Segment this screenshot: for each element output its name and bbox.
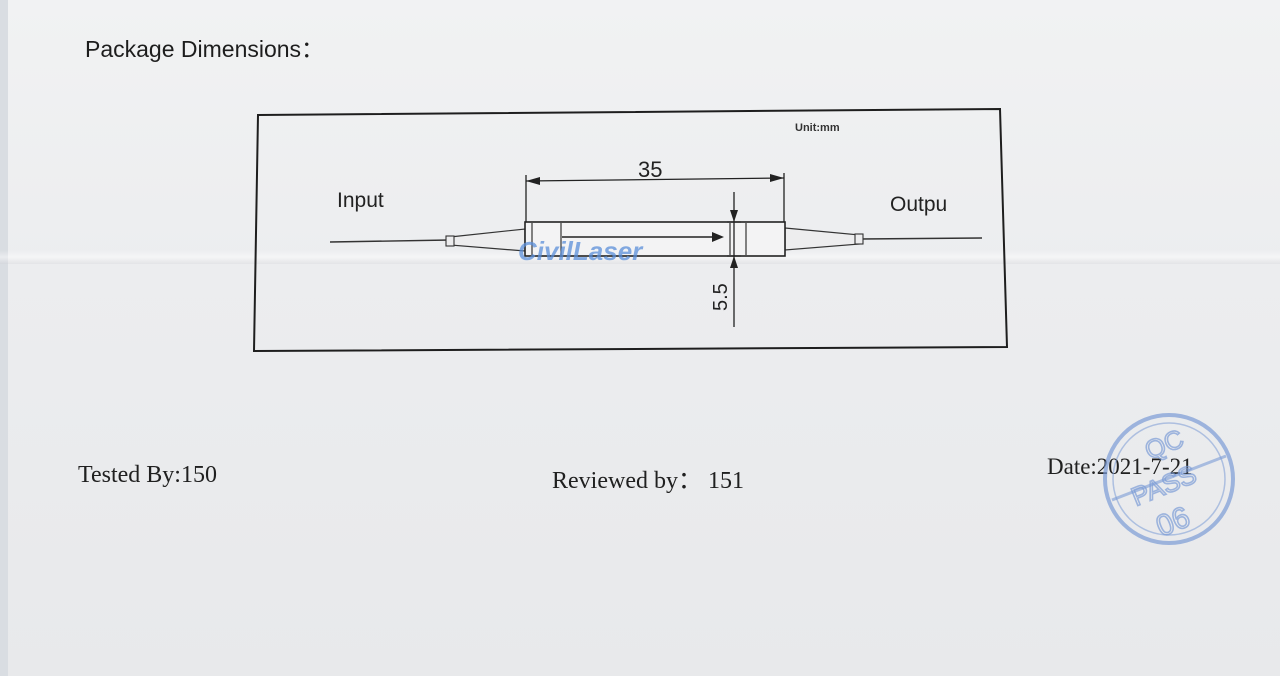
unit-label: Unit:mm [795, 122, 840, 134]
stamp-line2: PASS [1127, 459, 1201, 512]
length-dim-line [525, 177, 785, 182]
input-fiber [329, 239, 451, 243]
length-dimension: 35 [638, 157, 662, 182]
paper-fold [0, 250, 1280, 264]
tested-by: Tested By:150 [78, 462, 217, 488]
diameter-dimension: 5.5 [710, 283, 732, 311]
input-label: Input [337, 189, 384, 212]
output-boot [784, 227, 861, 251]
output-boot-tip [854, 233, 864, 245]
drawing-frame [252, 107, 1009, 353]
stamp-line1: QC [1140, 423, 1187, 465]
qc-pass-stamp: QC PASS 06 [1103, 413, 1235, 545]
input-boot [449, 228, 526, 252]
reviewed-by: Reviewed by： 151 [552, 468, 744, 494]
stamp-line3: 06 [1151, 501, 1194, 544]
input-boot-tip [445, 235, 455, 247]
page-title: Package Dimensions： [85, 36, 325, 62]
output-label: Outpu [890, 193, 947, 216]
output-fiber [859, 237, 983, 240]
package-drawing: Unit:mm Input Outpu 35 5.5 CivilLaser [252, 107, 1009, 353]
watermark-logo: CivilLaser [518, 236, 644, 266]
date: Date:2021-7-21 [1047, 454, 1193, 479]
direction-arrow [712, 232, 724, 242]
device-body [524, 221, 786, 257]
